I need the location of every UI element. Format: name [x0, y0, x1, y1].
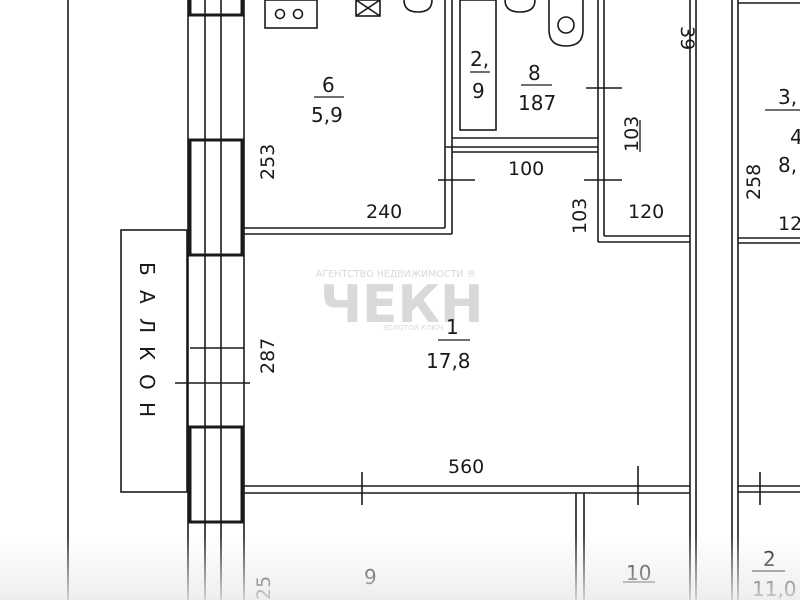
kitchen-fixture	[403, 0, 433, 13]
window-room	[188, 425, 244, 524]
dim-103-corridor: 103	[569, 198, 591, 234]
balcony-letter: А	[135, 290, 159, 304]
balcony-label: Б А Л К О Н	[135, 262, 159, 417]
balcony-letter: Л	[135, 318, 159, 333]
room-2-number: 2	[763, 547, 776, 571]
balcony-outline	[120, 229, 188, 493]
window-top	[188, 0, 244, 17]
washbasin	[504, 0, 536, 13]
dim-12: 12	[778, 213, 800, 235]
bath-label-bottom: 9	[472, 79, 485, 103]
room-3-number: 3,	[778, 85, 797, 109]
stove	[264, 0, 318, 29]
bathtub	[459, 0, 497, 131]
watermark-top-text: АГЕНТСТВО НЕДВИЖИМОСТИ ®	[316, 269, 476, 280]
balcony-letter: К	[135, 346, 159, 360]
dim-287: 287	[257, 338, 279, 374]
dim-103-bath: 103	[621, 116, 643, 152]
room-1-number: 1	[446, 315, 459, 339]
balcony-letter: О	[135, 374, 159, 390]
wall-lines	[67, 0, 800, 600]
dim-560: 560	[448, 456, 484, 478]
dim-100: 100	[508, 158, 544, 180]
window-kitchen	[188, 138, 244, 257]
watermark-bottom-text: ЗОЛОТОЙ КЛЮЧ	[383, 323, 444, 332]
dim-120: 120	[628, 201, 664, 223]
dim-253: 253	[257, 144, 279, 180]
watermark: АГЕНТСТВО НЕДВИЖИМОСТИ ® ЧЕКН ЗОЛОТОЙ КЛ…	[316, 269, 484, 335]
balcony-letter: Б	[135, 262, 159, 276]
dim-39: 39	[676, 26, 698, 50]
room-8-area: 187	[518, 91, 556, 115]
dim-240: 240	[366, 201, 402, 223]
room-6-number: 6	[322, 73, 335, 97]
room-9-number: 9	[364, 565, 377, 589]
dim-258: 258	[743, 164, 765, 200]
room-10-number: 10	[626, 561, 651, 585]
sink	[355, 0, 381, 17]
room-1-area: 17,8	[426, 349, 471, 373]
room-2-area: 11,0	[752, 577, 797, 600]
room-3-area: 8,	[778, 153, 797, 177]
watermark-logo: ЧЕКН	[320, 275, 484, 335]
dim-25: 25	[253, 576, 275, 600]
toilet	[548, 0, 584, 47]
room-3-extra: 4	[790, 125, 800, 149]
balcony-letter: Н	[135, 402, 159, 417]
room-8-number: 8	[528, 61, 541, 85]
room-6-area: 5,9	[311, 103, 343, 127]
bath-label-top: 2,	[470, 47, 489, 71]
